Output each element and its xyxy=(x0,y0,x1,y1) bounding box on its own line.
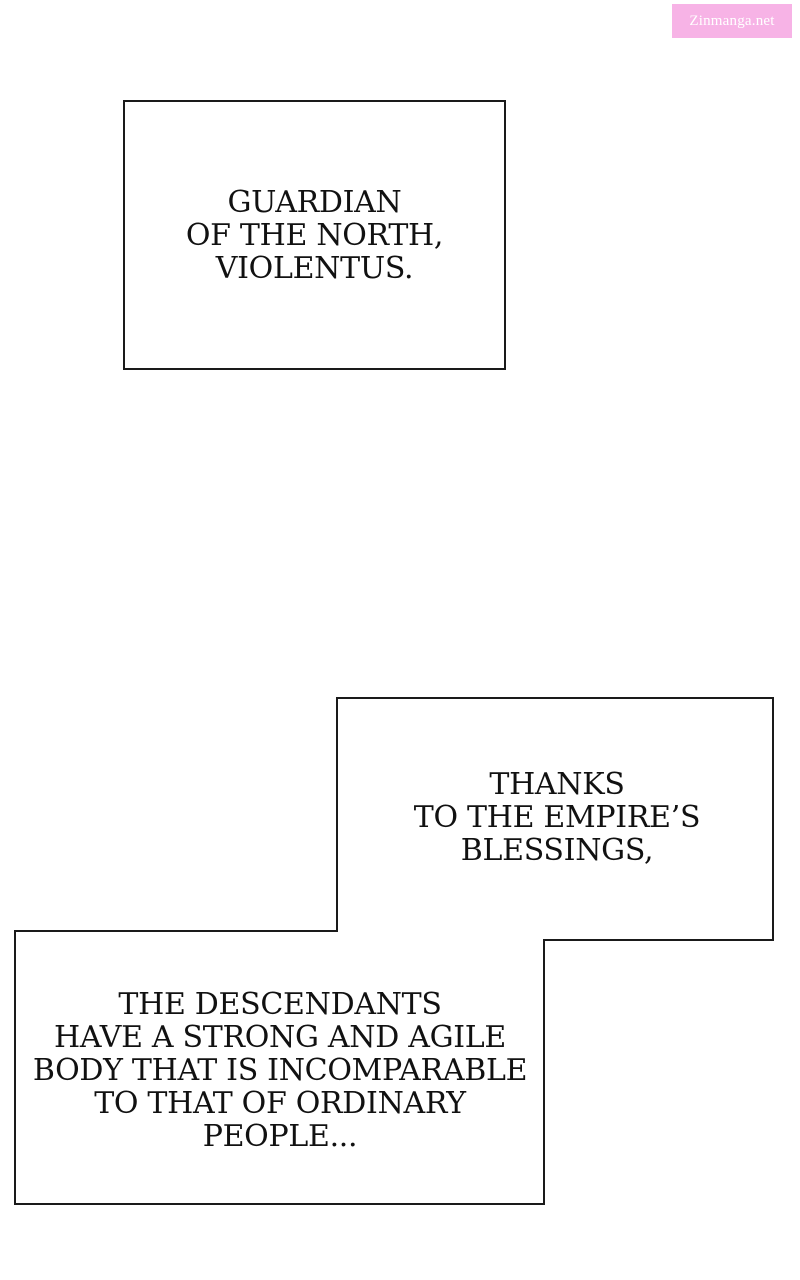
narration-text-descendants: THE DESCENDANTS HAVE A STRONG AND AGILE … xyxy=(32,987,528,1154)
site-watermark: Zinmanga.net xyxy=(672,4,792,38)
narration-text-guardian: GUARDIAN OF THE NORTH, VIOLENTUS. xyxy=(185,185,444,286)
narration-text-blessings: THANKS TO THE EMPIRE’S BLESSINGS, xyxy=(413,767,701,868)
narration-box-guardian: GUARDIAN OF THE NORTH, VIOLENTUS. xyxy=(123,100,506,370)
